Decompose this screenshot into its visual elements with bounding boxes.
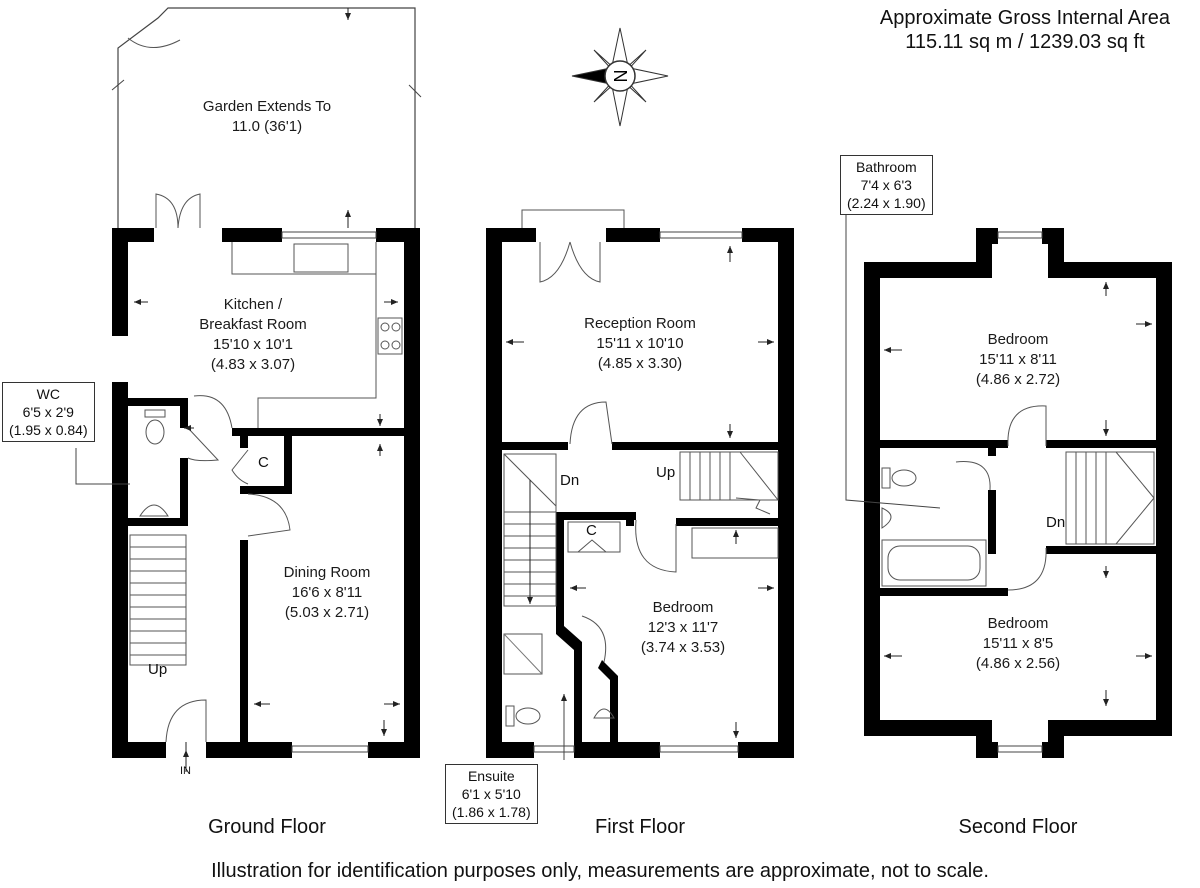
gia-title: Approximate Gross Internal Area xyxy=(879,7,1170,29)
bedroom1-name: Bedroom xyxy=(652,599,714,616)
wc-callout: WC 6'5 x 2'9 (1.95 x 0.84) xyxy=(2,382,95,442)
kitchen-name-2: Breakfast Room xyxy=(199,316,307,333)
compass-letter: N xyxy=(611,70,631,83)
bedroom3-name: Bedroom xyxy=(987,615,1049,632)
dining-name: Dining Room xyxy=(283,564,371,581)
bedroom3-size-metric: (4.86 x 2.56) xyxy=(975,655,1061,672)
ensuite-size-metric: (1.86 x 1.78) xyxy=(452,804,531,820)
stairs-down-first-label: Dn xyxy=(560,472,580,489)
reception-size-imperial: 15'11 x 10'10 xyxy=(596,335,684,352)
cupboard-ground-label: C xyxy=(258,454,269,471)
dining-size-metric: (5.03 x 2.71) xyxy=(284,604,370,621)
ground-floor-title: Ground Floor xyxy=(208,816,326,838)
ensuite-size-imperial: 6'1 x 5'10 xyxy=(461,786,521,802)
ensuite-name: Ensuite xyxy=(467,768,515,784)
garden-name: Garden Extends To xyxy=(202,98,332,115)
kitchen-size-imperial: 15'10 x 10'1 xyxy=(213,336,293,353)
disclaimer: Illustration for identification purposes… xyxy=(211,860,989,882)
cupboard-first-label: C xyxy=(586,522,597,539)
gross-internal-area: Approximate Gross Internal Area 115.11 s… xyxy=(880,6,1170,54)
stairs-down-second-label: Dn xyxy=(1046,514,1066,531)
second-floor-title: Second Floor xyxy=(958,816,1078,838)
first-floor-title: First Floor xyxy=(595,816,685,838)
second-floor-plan xyxy=(845,214,1172,758)
bedroom2-name: Bedroom xyxy=(987,331,1049,348)
gia-value: 115.11 sq m / 1239.03 sq ft xyxy=(905,31,1145,53)
garden-size: 11.0 (36'1) xyxy=(231,118,303,135)
reception-room-label: Reception Room 15'11 x 10'10 (4.85 x 3.3… xyxy=(584,314,696,374)
bedroom1-size-metric: (3.74 x 3.53) xyxy=(640,639,726,656)
bedroom1-size-imperial: 12'3 x 11'7 xyxy=(647,619,719,636)
bedroom2-size-metric: (4.86 x 2.72) xyxy=(975,371,1061,388)
dining-room-label: Dining Room 16'6 x 8'11 (5.03 x 2.71) xyxy=(284,563,371,623)
garden-label: Garden Extends To 11.0 (36'1) xyxy=(203,97,331,137)
wc-size-metric: (1.95 x 0.84) xyxy=(9,422,88,438)
entrance-label: IN xyxy=(180,765,191,777)
bedroom-first-floor-label: Bedroom 12'3 x 11'7 (3.74 x 3.53) xyxy=(641,598,725,658)
compass-icon: N xyxy=(571,27,669,127)
bathroom-callout: Bathroom 7'4 x 6'3 (2.24 x 1.90) xyxy=(840,155,933,215)
bedroom3-size-imperial: 15'11 x 8'5 xyxy=(982,635,1054,652)
kitchen-label: Kitchen / Breakfast Room 15'10 x 10'1 (4… xyxy=(199,295,307,375)
bedroom2-size-imperial: 15'11 x 8'11 xyxy=(979,351,1057,368)
bathroom-size-imperial: 7'4 x 6'3 xyxy=(860,177,912,193)
reception-name: Reception Room xyxy=(584,315,696,332)
first-floor-plan xyxy=(486,209,794,760)
wc-callout-line xyxy=(75,448,130,485)
wc-name: WC xyxy=(36,386,60,402)
bathroom-size-metric: (2.24 x 1.90) xyxy=(847,195,926,211)
ground-floor-plan xyxy=(111,7,422,772)
kitchen-name-1: Kitchen / xyxy=(223,296,283,313)
reception-size-metric: (4.85 x 3.30) xyxy=(597,355,683,372)
bedroom-second-floor-top-label: Bedroom 15'11 x 8'11 (4.86 x 2.72) xyxy=(976,330,1060,390)
wc-size-imperial: 6'5 x 2'9 xyxy=(22,404,74,420)
stairs-up-ground-label: Up xyxy=(148,661,168,678)
kitchen-size-metric: (4.83 x 3.07) xyxy=(210,356,296,373)
bedroom-second-floor-bottom-label: Bedroom 15'11 x 8'5 (4.86 x 2.56) xyxy=(976,614,1060,674)
stairs-up-first-label: Up xyxy=(656,464,676,481)
ensuite-callout: Ensuite 6'1 x 5'10 (1.86 x 1.78) xyxy=(445,764,538,824)
bathroom-name: Bathroom xyxy=(855,159,917,175)
dining-size-imperial: 16'6 x 8'11 xyxy=(291,584,363,601)
